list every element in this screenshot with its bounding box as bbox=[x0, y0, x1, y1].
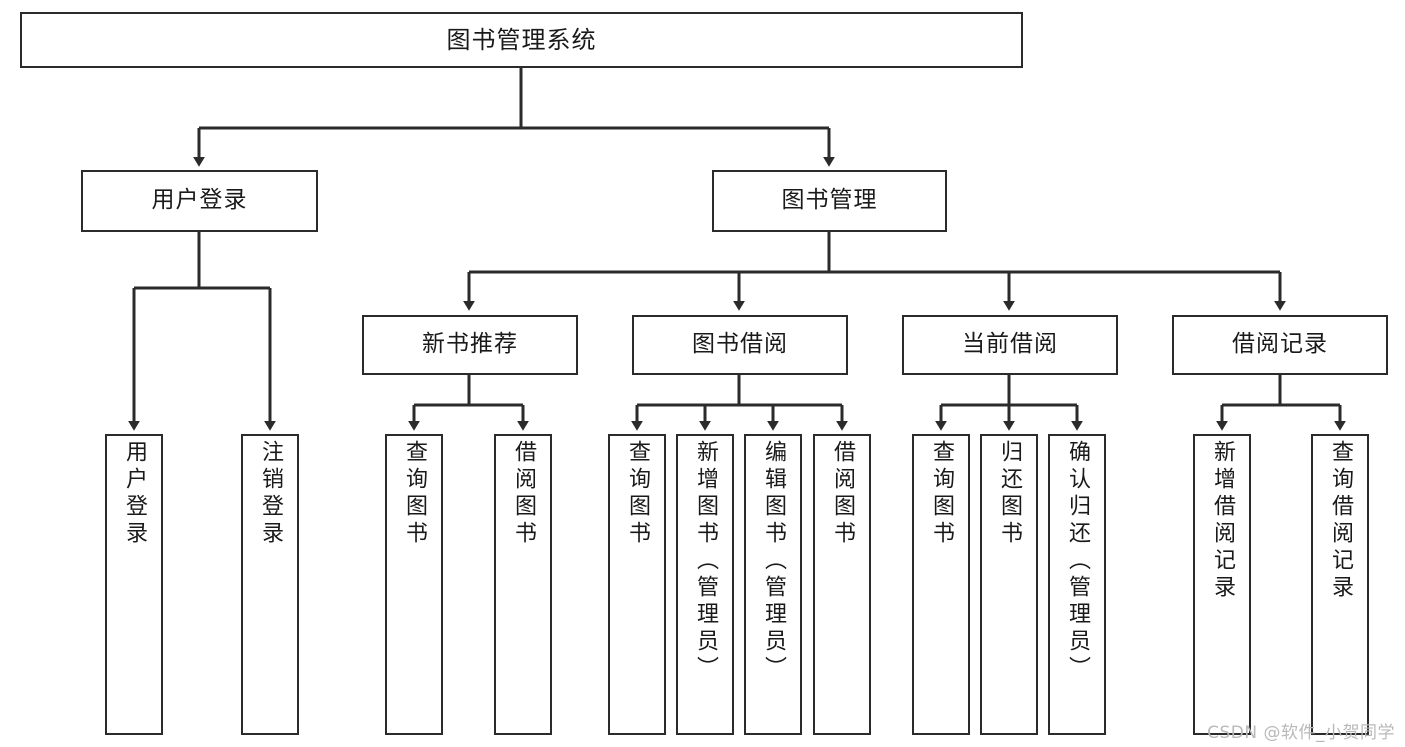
node-label: 查询图书 bbox=[929, 440, 954, 548]
node-borrow-record[interactable]: 借阅记录 bbox=[1172, 315, 1388, 375]
leaf-borrow-record-add[interactable]: 新增借阅记录 bbox=[1193, 434, 1251, 735]
node-label: 注销登录 bbox=[258, 440, 283, 548]
leaf-book-borrow-edit[interactable]: 编辑图书（管理员） bbox=[744, 434, 802, 735]
node-label: 借阅记录 bbox=[1232, 331, 1328, 358]
node-label: 图书管理系统 bbox=[446, 25, 597, 54]
node-label: 图书借阅 bbox=[692, 331, 788, 358]
leaf-user-login-logout[interactable]: 注销登录 bbox=[241, 434, 299, 735]
leaf-current-borrow-query[interactable]: 查询图书 bbox=[912, 434, 970, 735]
node-label: 图书管理 bbox=[781, 187, 878, 214]
leaf-book-borrow-borrow[interactable]: 借阅图书 bbox=[813, 434, 871, 735]
leaf-book-borrow-add[interactable]: 新增图书（管理员） bbox=[676, 434, 734, 735]
node-label: 查询图书 bbox=[625, 440, 650, 548]
node-label: 新书推荐 bbox=[422, 331, 518, 358]
node-label: 确认归还（管理员） bbox=[1065, 440, 1090, 683]
node-label: 当前借阅 bbox=[962, 331, 1058, 358]
leaf-new-book-query[interactable]: 查询图书 bbox=[385, 434, 443, 735]
node-label: 借阅图书 bbox=[830, 440, 855, 548]
node-root-book-management-system[interactable]: 图书管理系统 bbox=[20, 12, 1023, 68]
node-label: 查询图书 bbox=[402, 440, 427, 548]
leaf-current-borrow-confirm-return[interactable]: 确认归还（管理员） bbox=[1048, 434, 1106, 735]
leaf-book-borrow-query[interactable]: 查询图书 bbox=[608, 434, 666, 735]
csdn-watermark: CSDN @软件_小贺同学 bbox=[1207, 723, 1395, 743]
node-user-login[interactable]: 用户登录 bbox=[81, 170, 318, 232]
node-label: 编辑图书（管理员） bbox=[761, 440, 786, 683]
node-label: 借阅图书 bbox=[511, 440, 536, 548]
node-new-book-recommend[interactable]: 新书推荐 bbox=[362, 315, 578, 375]
leaf-new-book-borrow[interactable]: 借阅图书 bbox=[494, 434, 552, 735]
node-label: 用户登录 bbox=[151, 187, 248, 214]
node-label: 查询借阅记录 bbox=[1328, 440, 1353, 602]
leaf-user-login-login[interactable]: 用户登录 bbox=[105, 434, 163, 735]
leaf-borrow-record-query[interactable]: 查询借阅记录 bbox=[1311, 434, 1369, 735]
node-label: 新增图书（管理员） bbox=[693, 440, 718, 683]
node-label: 用户登录 bbox=[122, 440, 147, 548]
leaf-current-borrow-return[interactable]: 归还图书 bbox=[980, 434, 1038, 735]
node-label: 新增借阅记录 bbox=[1210, 440, 1235, 602]
node-book-borrow[interactable]: 图书借阅 bbox=[632, 315, 848, 375]
node-label: 归还图书 bbox=[997, 440, 1022, 548]
node-current-borrow[interactable]: 当前借阅 bbox=[902, 315, 1118, 375]
node-book-management[interactable]: 图书管理 bbox=[712, 170, 947, 232]
